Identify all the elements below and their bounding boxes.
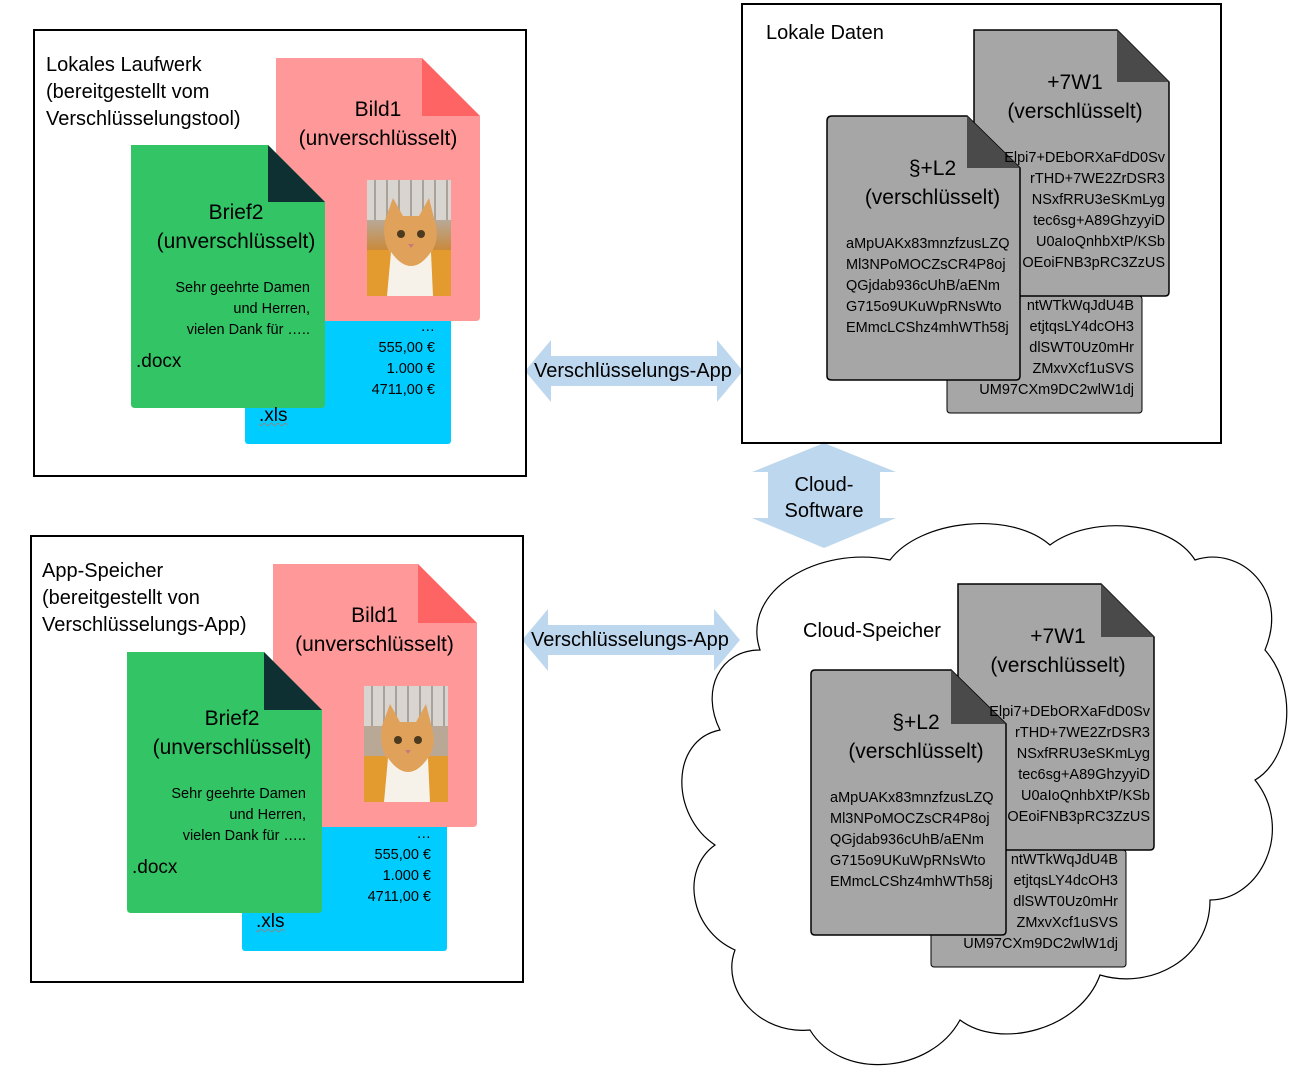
letter-file-text: Sehr geehrte Damen und Herren, vielen Da… (175, 280, 310, 338)
sheet-file-extension: .xls (256, 911, 285, 932)
encrypted-file-b-title: §+L2 (verschlüsselt) (848, 711, 984, 763)
image-file-title: Bild1 (unverschlüsselt) (295, 604, 454, 656)
cloud-software-label: Cloud- Software (784, 474, 864, 522)
encrypted-file-b-fold (951, 670, 1006, 724)
app-storage-label: App-Speicher (bereitgestellt von Verschl… (42, 560, 247, 636)
encrypted-file-c-text: ntWTkWqJdU4B etjtqsLY4dcOH3 dlSWT0Uz0mHr… (979, 298, 1134, 398)
letter-file-fold (268, 145, 325, 202)
letter-file-fold (264, 652, 322, 710)
sheet-file-extension: .xls (259, 405, 288, 426)
image-file-fold (422, 58, 480, 116)
encrypted-file-a-title: +7W1 (verschlüsselt) (990, 625, 1126, 677)
letter-file-title: Brief2 (unverschlüsselt) (156, 201, 316, 253)
encrypted-file-b-shape (810, 669, 1007, 936)
local-drive-box (33, 29, 527, 477)
letter-file-text: Sehr geehrte Damen und Herren, vielen Da… (171, 786, 306, 844)
encrypted-file-b-title: §+L2 (verschlüsselt) (864, 157, 1001, 209)
encrypted-file-a-text: Elpi7+DEbORXaFdD0Sv rTHD+7WE2ZrDSR3 NSxf… (989, 704, 1150, 825)
cat-photo (364, 686, 448, 802)
image-file-title: Bild1 (unverschlüsselt) (298, 98, 458, 150)
encrypted-file-a-fold (1101, 584, 1154, 637)
cloud-storage-label: Cloud-Speicher (803, 620, 941, 642)
local-data-box (741, 3, 1222, 444)
letter-file-shape (127, 652, 322, 913)
app-storage-box (30, 535, 524, 983)
encrypted-file-a-fold (1117, 30, 1169, 82)
encrypted-file-b-text: aMpUAKx83mnzfzusLZQ Ml3NPoMOCZsCR4P8oj Q… (830, 790, 994, 890)
encrypted-file-a-title: +7W1 (verschlüsselt) (1007, 71, 1143, 123)
cloud-software-arrow (752, 443, 896, 548)
sheet-file-values: … 555,00 € 1.000 € 4711,00 € (367, 826, 431, 905)
local-data-label: Lokale Daten (766, 22, 884, 44)
encrypted-file-a-text: Elpi7+DEbORXaFdD0Sv rTHD+7WE2ZrDSR3 NSxf… (1004, 150, 1165, 271)
cat-photo (367, 180, 451, 296)
encrypted-file-b-fold (967, 116, 1020, 168)
letter-file-extension: .docx (136, 351, 182, 372)
letter-file-extension: .docx (132, 857, 178, 878)
letter-file-shape (131, 145, 325, 408)
encrypted-file-c-text: ntWTkWqJdU4B etjtqsLY4dcOH3 dlSWT0Uz0mHr… (963, 852, 1118, 952)
encryption-app-arrow-top (525, 340, 743, 402)
letter-file-title: Brief2 (unverschlüsselt) (152, 707, 312, 759)
encryption-app-label: Verschlüsselungs-App (531, 629, 729, 651)
sheet-file-values: … 555,00 € 1.000 € 4711,00 € (371, 319, 435, 398)
local-drive-label: Lokales Laufwerk (bereitgestellt vom Ver… (46, 54, 241, 130)
encrypted-file-b-text: aMpUAKx83mnzfzusLZQ Ml3NPoMOCZsCR4P8oj Q… (846, 236, 1010, 336)
encryption-app-arrow-bottom (522, 609, 740, 671)
encryption-app-label: Verschlüsselungs-App (534, 360, 732, 382)
image-file-fold (418, 564, 477, 623)
encrypted-file-b-shape (826, 115, 1021, 381)
